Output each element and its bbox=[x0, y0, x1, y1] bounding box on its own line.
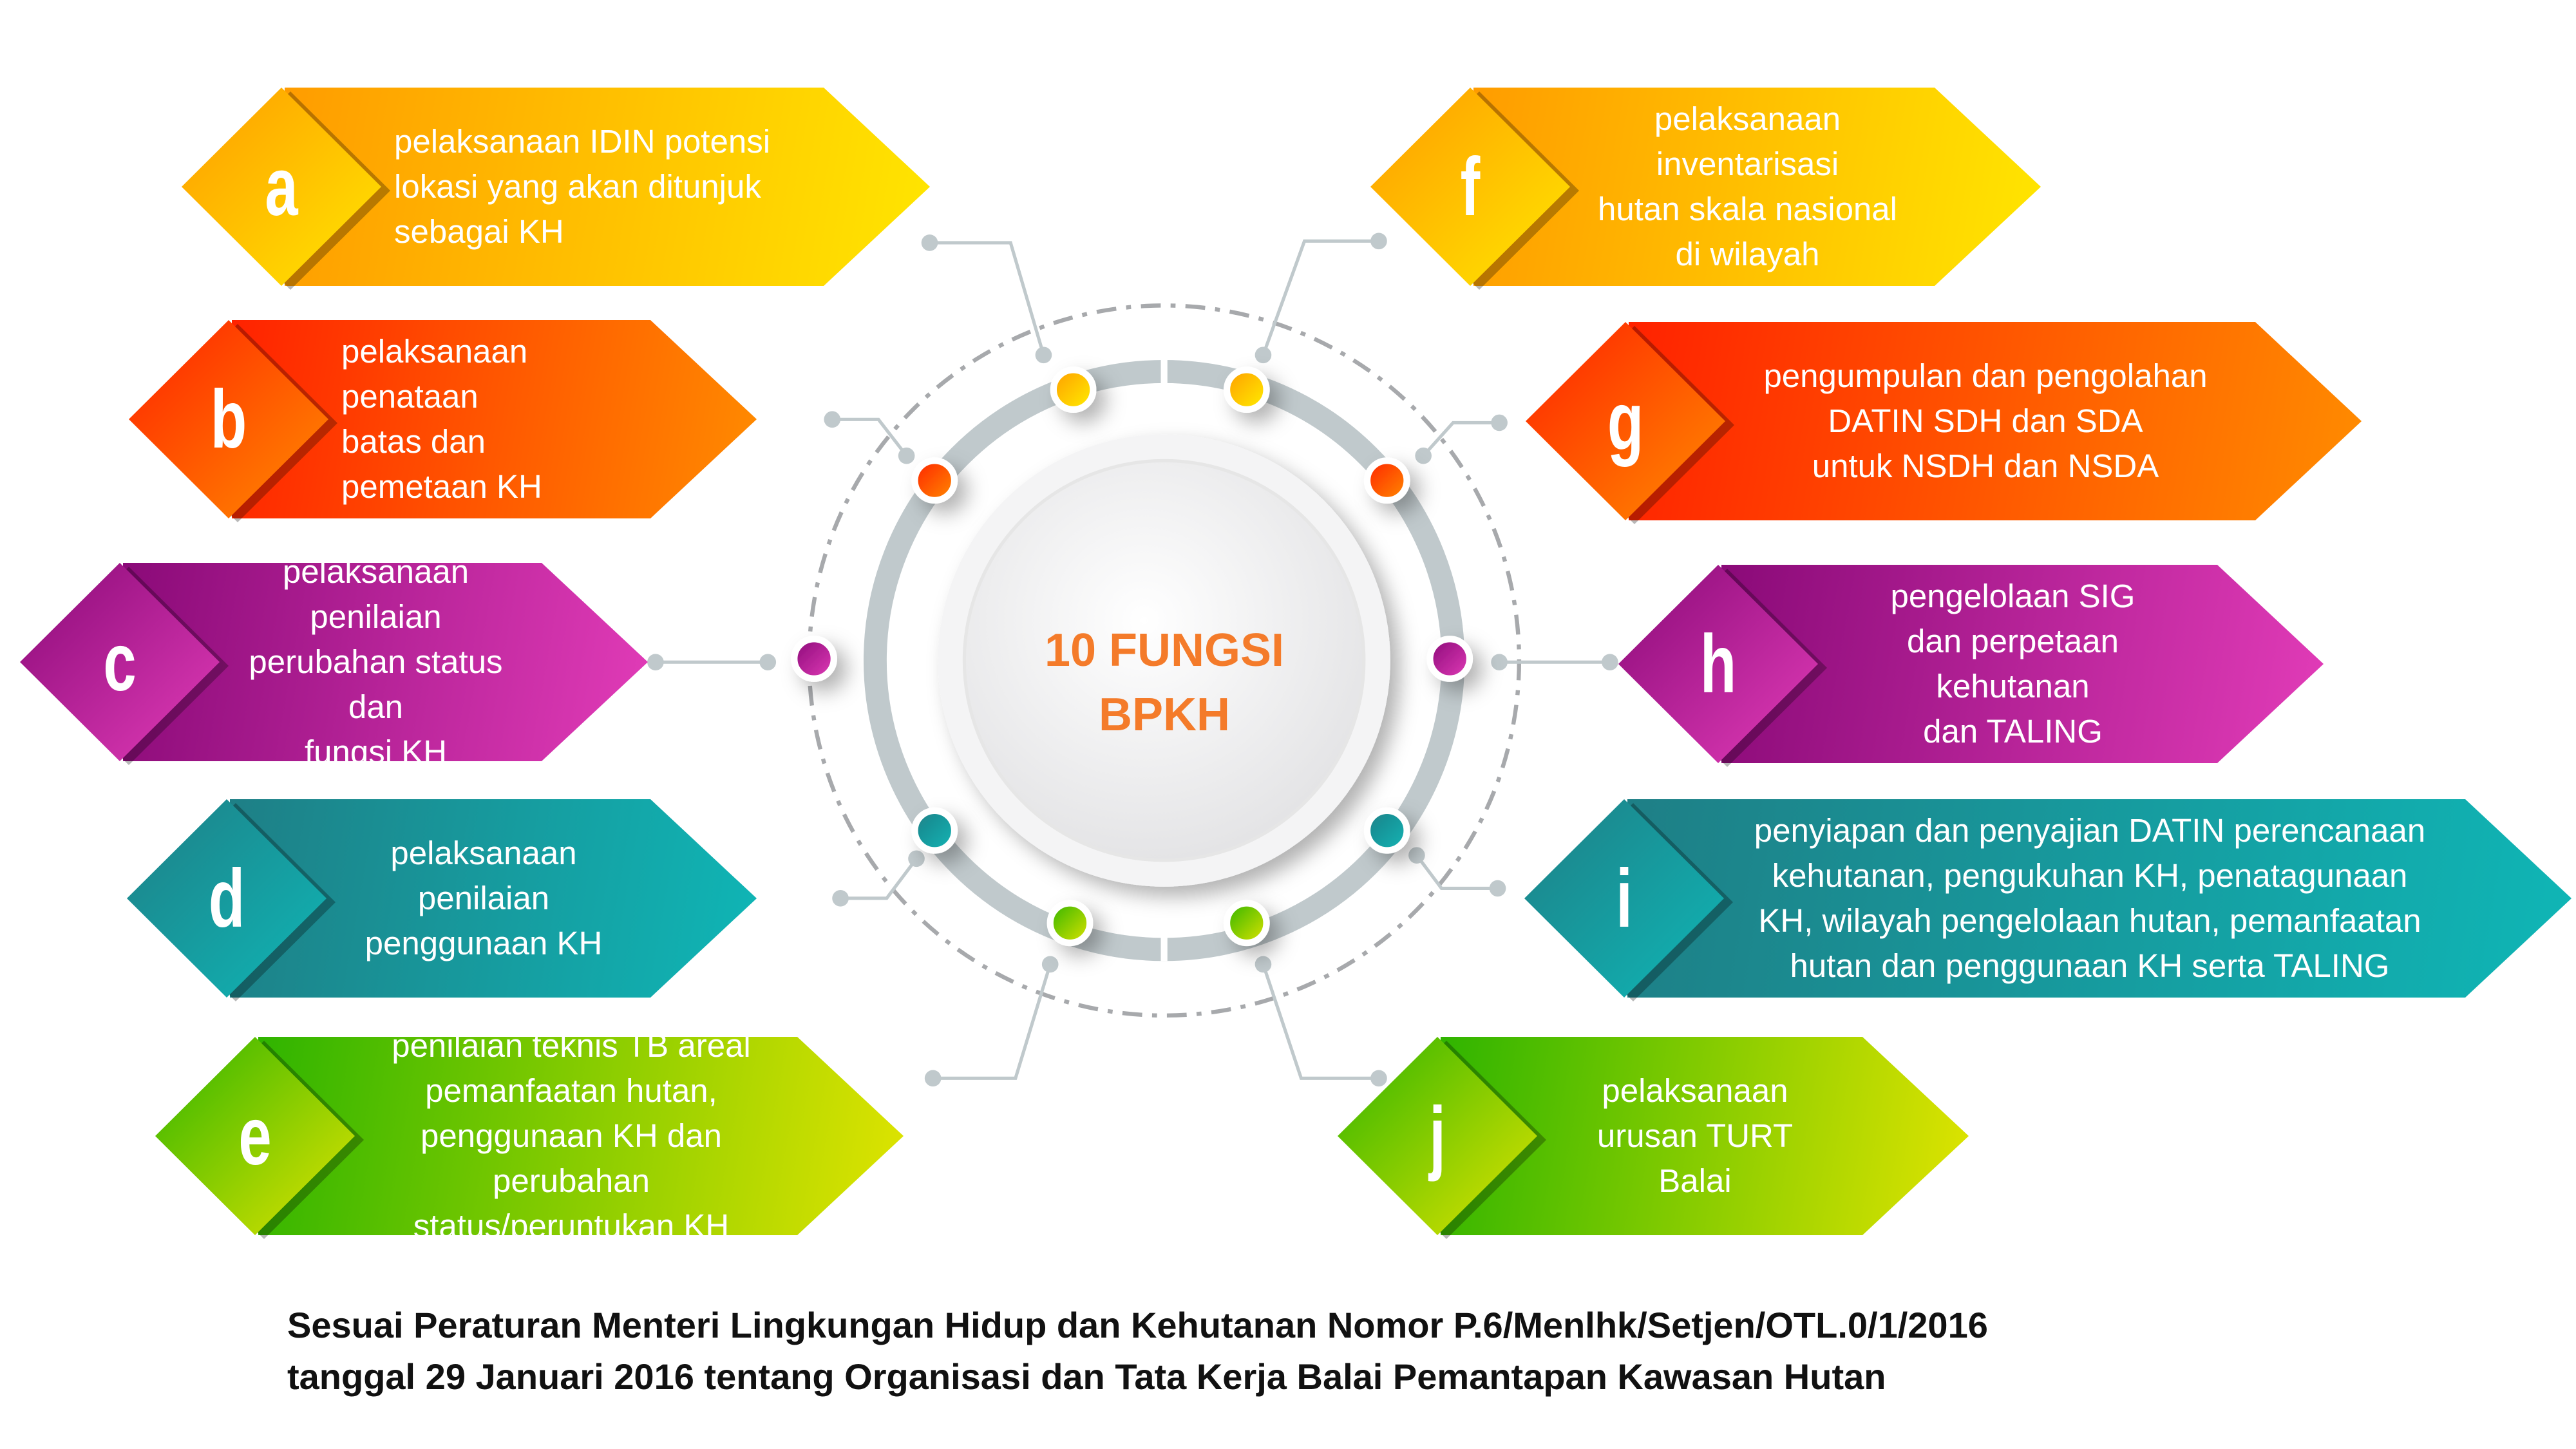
node-a bbox=[1050, 366, 1097, 413]
function-letter: a bbox=[265, 140, 298, 233]
function-text: pelaksanaan penataan batas dan pemetaan … bbox=[341, 333, 542, 505]
function-text: penyiapan dan penyajian DATIN perencanaa… bbox=[1754, 812, 2426, 984]
banner-body bbox=[258, 1037, 904, 1235]
center-title: 10 FUNGSI BPKH bbox=[971, 618, 1358, 747]
footer-line2: tanggal 29 Januari 2016 tentang Organisa… bbox=[287, 1356, 1886, 1397]
function-c: c pelaksanaan penilaian perubahan status … bbox=[20, 553, 648, 770]
node-g bbox=[1363, 457, 1410, 504]
node-h bbox=[1426, 636, 1473, 682]
function-text: penilaian teknis TB areal pemanfaatan hu… bbox=[392, 1027, 751, 1244]
function-letter: h bbox=[1700, 618, 1737, 710]
function-h: h pengelolaan SIG dan perpetaan kehutanan… bbox=[1618, 565, 2324, 767]
function-letter: i bbox=[1616, 852, 1633, 945]
function-letter: g bbox=[1607, 375, 1644, 468]
function-letter: e bbox=[238, 1090, 272, 1182]
center-title-line2: BPKH bbox=[1098, 689, 1230, 741]
banner-body bbox=[1721, 565, 2324, 763]
function-f: f pelaksanaan inventarisasi hutan skala n… bbox=[1370, 88, 2041, 290]
function-text: pelaksanaan penilaian penggunaan KH bbox=[365, 835, 603, 961]
footer-note: Sesuai Peraturan Menteri Lingkungan Hidu… bbox=[287, 1300, 1988, 1403]
node-b bbox=[911, 457, 958, 504]
function-letter: d bbox=[208, 852, 245, 945]
function-e: e penilaian teknis TB areal pemanfaatan h… bbox=[155, 1027, 904, 1244]
function-letter: b bbox=[210, 373, 247, 466]
center-title-line1: 10 FUNGSI bbox=[1044, 625, 1285, 676]
function-d: d pelaksanaan penilaian penggunaan KH bbox=[127, 799, 757, 1001]
function-text: pelaksanaan IDIN potensi lokasi yang aka… bbox=[394, 123, 771, 250]
node-c bbox=[791, 636, 837, 682]
function-text: pelaksanaan penilaian perubahan status d… bbox=[249, 553, 503, 770]
function-i: i penyiapan dan penyajian DATIN perencana… bbox=[1524, 799, 2571, 1001]
banner-body bbox=[1627, 799, 2571, 998]
center-disc bbox=[962, 459, 1366, 862]
function-j: j pelaksanaan urusan TURT Balai bbox=[1338, 1037, 1969, 1239]
node-j bbox=[1223, 900, 1270, 947]
function-text: pengelolaan SIG dan perpetaan kehutanan … bbox=[1890, 578, 2136, 750]
function-text: pelaksanaan urusan TURT Balai bbox=[1596, 1072, 1794, 1199]
function-letter: c bbox=[103, 616, 137, 708]
function-a: a pelaksanaan IDIN potensi lokasi yang ak… bbox=[182, 88, 930, 290]
function-letter: f bbox=[1460, 140, 1481, 233]
function-g: g pengumpulan dan pengolahan DATIN SDH da… bbox=[1526, 322, 2362, 524]
footer-line1: Sesuai Peraturan Menteri Lingkungan Hidu… bbox=[287, 1305, 1988, 1345]
node-e bbox=[1046, 900, 1094, 947]
node-d bbox=[911, 807, 958, 854]
node-i bbox=[1363, 807, 1410, 854]
banner-body bbox=[285, 88, 930, 286]
function-text: pengumpulan dan pengolahan DATIN SDH dan… bbox=[1763, 357, 2208, 484]
banner-body bbox=[1629, 322, 2362, 520]
function-b: b pelaksanaan penataan batas dan pemetaan… bbox=[129, 320, 757, 522]
node-f bbox=[1223, 366, 1270, 413]
function-text: pelaksanaan inventarisasi hutan skala na… bbox=[1597, 100, 1897, 272]
function-letter: j bbox=[1429, 1090, 1446, 1182]
